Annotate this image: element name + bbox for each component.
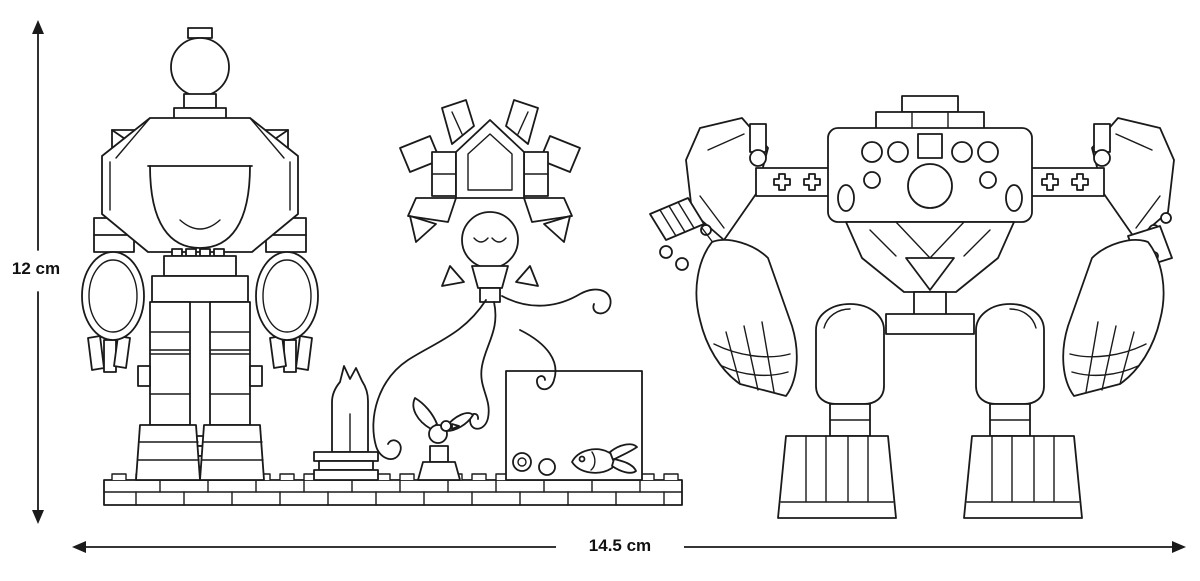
cat-figure <box>313 365 379 481</box>
ball-accessory <box>538 458 556 476</box>
display-baseplate <box>103 473 683 506</box>
width-dimension-label: 14.5 cm <box>556 535 684 557</box>
height-dimension-label: 12 cm <box>2 258 70 280</box>
robot-front-view <box>81 27 319 481</box>
bird-statuette <box>412 397 474 481</box>
fish-accessory <box>571 443 638 474</box>
creature-and-accessories-scene <box>313 99 643 481</box>
width-dimension-arrow <box>72 541 1186 553</box>
flower-accessory <box>512 452 532 472</box>
mech-front-view <box>649 95 1175 519</box>
height-dimension-arrow <box>32 20 44 524</box>
